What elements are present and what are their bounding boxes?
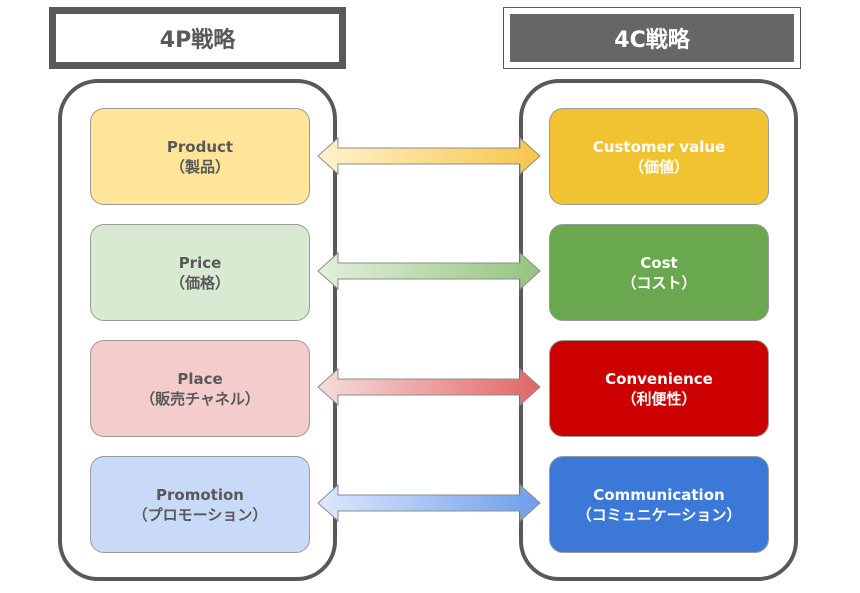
promotion-label: Promotion [156, 485, 244, 504]
convenience-label: Convenience [605, 369, 713, 388]
price-label: Price [178, 253, 222, 272]
convenience-box: Convenience （利便性） [549, 340, 769, 437]
customer-value-sublabel: （価値） [628, 157, 689, 176]
communication-sublabel: （コミュニケーション） [576, 505, 742, 524]
customer-value-label: Customer value [592, 137, 726, 156]
product-customer-value-arrow [317, 136, 541, 176]
place-sublabel: （販売チャネル） [140, 389, 260, 408]
cost-box: Cost （コスト） [549, 224, 769, 321]
price-box: Price （価格） [90, 224, 310, 321]
convenience-sublabel: （利便性） [621, 389, 697, 408]
communication-label: Communication [593, 485, 725, 504]
4c-strategy-title-box: 4C戦略 [510, 14, 794, 62]
communication-box: Communication （コミュニケーション） [549, 456, 769, 553]
4p-strategy-title: 4P戦略 [159, 28, 236, 53]
4p-strategy-header: 4P戦略 [49, 7, 346, 69]
price-sublabel: （価格） [169, 273, 230, 292]
product-sublabel: （製品） [169, 157, 230, 176]
cost-sublabel: （コスト） [621, 273, 697, 292]
price-cost-arrow [317, 251, 541, 291]
product-label: Product [166, 137, 234, 156]
promotion-sublabel: （プロモーション） [132, 505, 268, 524]
4c-strategy-header: 4C戦略 [503, 7, 801, 69]
promotion-box: Promotion （プロモーション） [90, 456, 310, 553]
promotion-communication-arrow [317, 483, 541, 523]
customer-value-box: Customer value （価値） [549, 108, 769, 205]
place-box: Place （販売チャネル） [90, 340, 310, 437]
4c-strategy-title: 4C戦略 [614, 28, 690, 53]
place-label: Place [177, 369, 223, 388]
place-convenience-arrow [317, 367, 541, 407]
cost-label: Cost [640, 253, 678, 272]
product-box: Product （製品） [90, 108, 310, 205]
